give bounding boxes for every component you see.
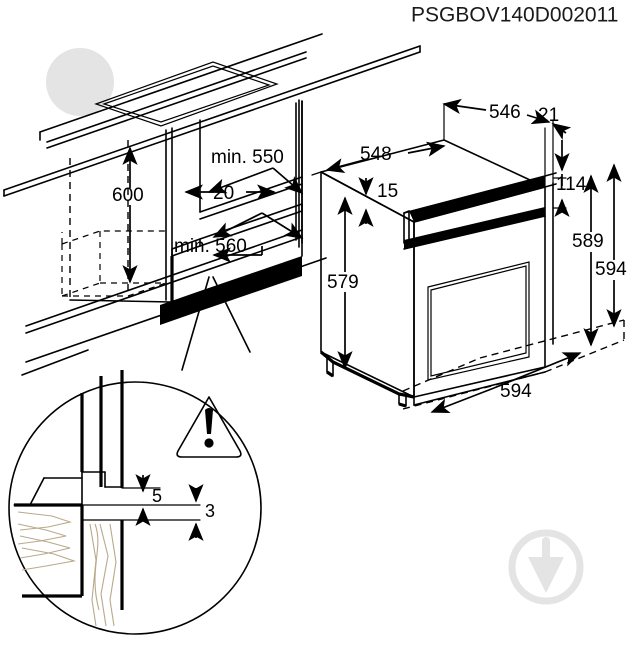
oven-door-window	[427, 261, 530, 381]
oven-floor-footprint	[402, 319, 625, 410]
oven-fascia-band	[404, 207, 545, 249]
dimension-trim-overhang: 21	[538, 105, 572, 172]
dimension-detail-3: 3	[188, 484, 215, 541]
dimension-niche-height: 600	[112, 146, 144, 284]
dimension-label-15: 15	[377, 181, 398, 202]
detail-callout: 5 3	[8, 276, 262, 635]
dimension-label-5: 5	[152, 486, 162, 506]
dimension-niche-depth-min: min. 550	[207, 147, 304, 195]
oven-appliance	[319, 103, 625, 410]
dimension-label-min-550: min. 550	[211, 147, 284, 168]
dimension-detail-5: 5	[135, 474, 162, 526]
dimension-oven-top-offset: 15	[358, 177, 398, 227]
wood-grain-pattern	[17, 511, 77, 571]
warning-triangle-icon	[176, 396, 242, 458]
dimension-oven-body-height: 579	[327, 196, 359, 370]
dimension-oven-total-height: 594	[595, 163, 627, 328]
detail-circle-frame	[8, 381, 262, 635]
dimension-oven-top-depth: 546	[442, 98, 551, 125]
dimension-label-min-560: min. 560	[174, 236, 247, 257]
dimension-niche-width-min: min. 560	[174, 212, 304, 263]
dimension-oven-body-width: 548	[311, 141, 446, 176]
dimension-label-114: 114	[556, 174, 587, 195]
dimension-label-579: 579	[327, 272, 359, 293]
hidden-niche-outline	[61, 230, 167, 297]
dimension-label-594-width: 594	[500, 381, 532, 402]
dimension-label-594-height: 594	[595, 259, 627, 280]
dimension-label-3: 3	[205, 501, 215, 521]
hob-cutout	[94, 61, 279, 127]
dimension-label-589: 589	[572, 231, 604, 252]
trowel-circle-watermark-top-left	[46, 48, 114, 116]
drawing-reference-code: PSGBOV140D002011	[411, 4, 618, 27]
dimension-label-546: 546	[489, 102, 521, 123]
trowel-circle-watermark-bottom-right	[508, 529, 584, 605]
dimension-label-21: 21	[538, 105, 559, 126]
dimension-oven-front-top: 114	[552, 174, 587, 217]
dimension-label-20: 20	[213, 183, 234, 204]
dimension-oven-front-height: 589	[572, 174, 604, 347]
dimension-label-548: 548	[360, 144, 392, 165]
dimension-label-600: 600	[112, 185, 144, 206]
dimension-niche-gap: 20	[184, 183, 276, 204]
wood-grain-pattern-vertical	[89, 523, 117, 627]
oven-top-trim	[409, 176, 545, 222]
dimension-oven-total-width: 594	[430, 352, 582, 413]
